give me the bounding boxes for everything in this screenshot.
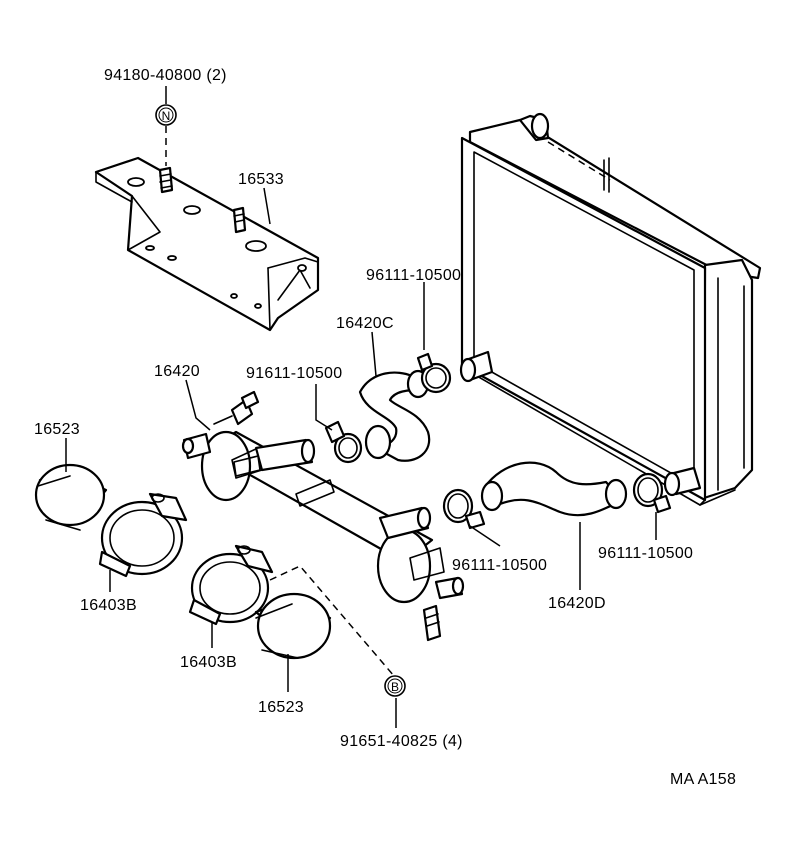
label-clamp-96111-a: 96111-10500 [366,267,461,284]
n-marker: N [155,104,177,126]
b-marker: B [384,675,406,697]
label-clamp-91611: 91611-10500 [246,365,342,382]
part-labels: 94180-40800 (2) 16533 96111-10500 16420C… [34,67,736,788]
label-band-16523-left: 16523 [34,421,80,438]
figure-code: MA A158 [670,771,736,788]
label-pipe-16420: 16420 [154,363,200,380]
label-band-16523-mid: 16523 [258,699,304,716]
hose-16420d [480,461,628,517]
label-clamp-16403b-mid: 16403B [180,654,237,671]
label-clamp-96111-b: 96111-10500 [452,557,547,574]
clamp-16403b-mid [188,544,274,626]
clamp-96111-upper [416,352,452,394]
clamp-91611 [324,420,363,464]
clamp-16403b-left [98,492,188,578]
bracket-16533 [94,156,320,332]
label-clamp-16403b-left: 16403B [80,597,137,614]
clamp-96111-lower-right [632,472,672,514]
b-marker-label: B [391,680,399,694]
band-16523-mid [254,592,332,660]
hose-16420c [358,369,431,462]
pipe-16420 [181,390,465,642]
label-bracket-16533: 16533 [238,171,284,188]
label-clamp-96111-c: 96111-10500 [598,545,693,562]
clamp-96111-lower-left [442,488,486,530]
label-hose-16420c: 16420C [336,315,394,332]
n-marker-label: N [162,109,171,123]
radiator [459,112,762,506]
band-16523-left [34,463,108,531]
label-hose-16420d: 16420D [548,595,606,612]
label-bolt-91651: 91651-40825 (4) [340,733,463,750]
label-bolt-94180: 94180-40800 (2) [104,67,227,84]
leader-lines [65,86,657,728]
